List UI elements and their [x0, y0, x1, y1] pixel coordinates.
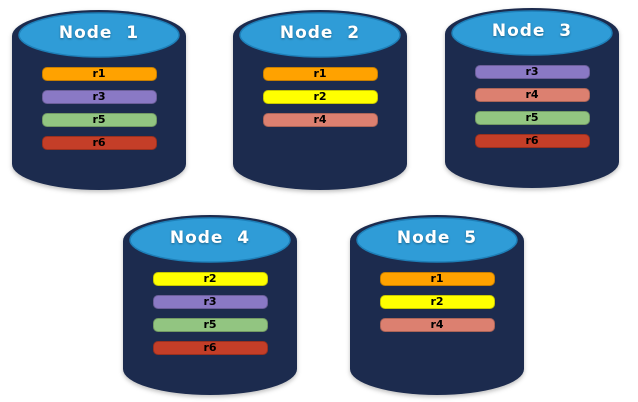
replica-list: r1 r2 r4: [233, 67, 407, 127]
node-label: Node 3: [491, 21, 573, 41]
node-label: Node 2: [279, 23, 361, 43]
replica-bar-r6: r6: [152, 341, 268, 355]
replica-bar-r3: r3: [474, 65, 590, 79]
replica-label: r5: [525, 111, 539, 124]
replica-label: r5: [203, 318, 217, 331]
replica-label: r2: [203, 272, 217, 285]
cylinder-top-ellipse: [451, 10, 613, 56]
replica-label: r2: [430, 295, 444, 308]
cylinder-top-ellipse: [129, 217, 291, 263]
replica-label: r5: [92, 113, 106, 126]
replica-bar-r2: r2: [262, 90, 378, 104]
replica-label: r6: [92, 136, 106, 149]
cylinder-top-ellipse: [239, 12, 401, 58]
replica-list: r1 r2 r4: [350, 272, 524, 332]
database-node-4: Node 4 r2 r3 r5 r6: [123, 215, 297, 395]
replica-bar-r4: r4: [379, 318, 495, 332]
replica-list: r1 r3 r5 r6: [12, 67, 186, 150]
replica-label: r6: [203, 341, 217, 354]
cylinder-top-ellipse: [356, 217, 518, 263]
database-node-1: Node 1 r1 r3 r5 r6: [12, 10, 186, 190]
replica-bar-r4: r4: [474, 88, 590, 102]
replica-label: r4: [525, 88, 539, 101]
replica-bar-r1: r1: [41, 67, 157, 81]
database-node-5: Node 5 r1 r2 r4: [350, 215, 524, 395]
replica-bar-r1: r1: [379, 272, 495, 286]
replica-label: r3: [525, 65, 539, 78]
node-label: Node 4: [169, 228, 251, 248]
replica-bar-r5: r5: [41, 113, 157, 127]
replica-bar-r4: r4: [262, 113, 378, 127]
replica-label: r1: [92, 67, 106, 80]
replica-bar-r3: r3: [152, 295, 268, 309]
cylinder-top-ellipse: [18, 12, 180, 58]
replica-bar-r2: r2: [379, 295, 495, 309]
replica-bar-r3: r3: [41, 90, 157, 104]
replica-bar-r1: r1: [262, 67, 378, 81]
database-node-2: Node 2 r1 r2 r4: [233, 10, 407, 190]
replica-bar-r6: r6: [41, 136, 157, 150]
replica-label: r1: [313, 67, 327, 80]
node-label: Node 1: [58, 23, 140, 43]
replica-label: r4: [313, 113, 327, 126]
replica-label: r3: [203, 295, 217, 308]
replica-label: r1: [430, 272, 444, 285]
replica-bar-r2: r2: [152, 272, 268, 286]
replica-label: r6: [525, 134, 539, 147]
replica-list: r2 r3 r5 r6: [123, 272, 297, 355]
replica-list: r3 r4 r5 r6: [445, 65, 619, 148]
replica-label: r4: [430, 318, 444, 331]
replica-label: r2: [313, 90, 327, 103]
replica-label: r3: [92, 90, 106, 103]
replica-bar-r6: r6: [474, 134, 590, 148]
replica-bar-r5: r5: [474, 111, 590, 125]
database-node-3: Node 3 r3 r4 r5 r6: [445, 8, 619, 188]
replica-bar-r5: r5: [152, 318, 268, 332]
node-label: Node 5: [396, 228, 478, 248]
